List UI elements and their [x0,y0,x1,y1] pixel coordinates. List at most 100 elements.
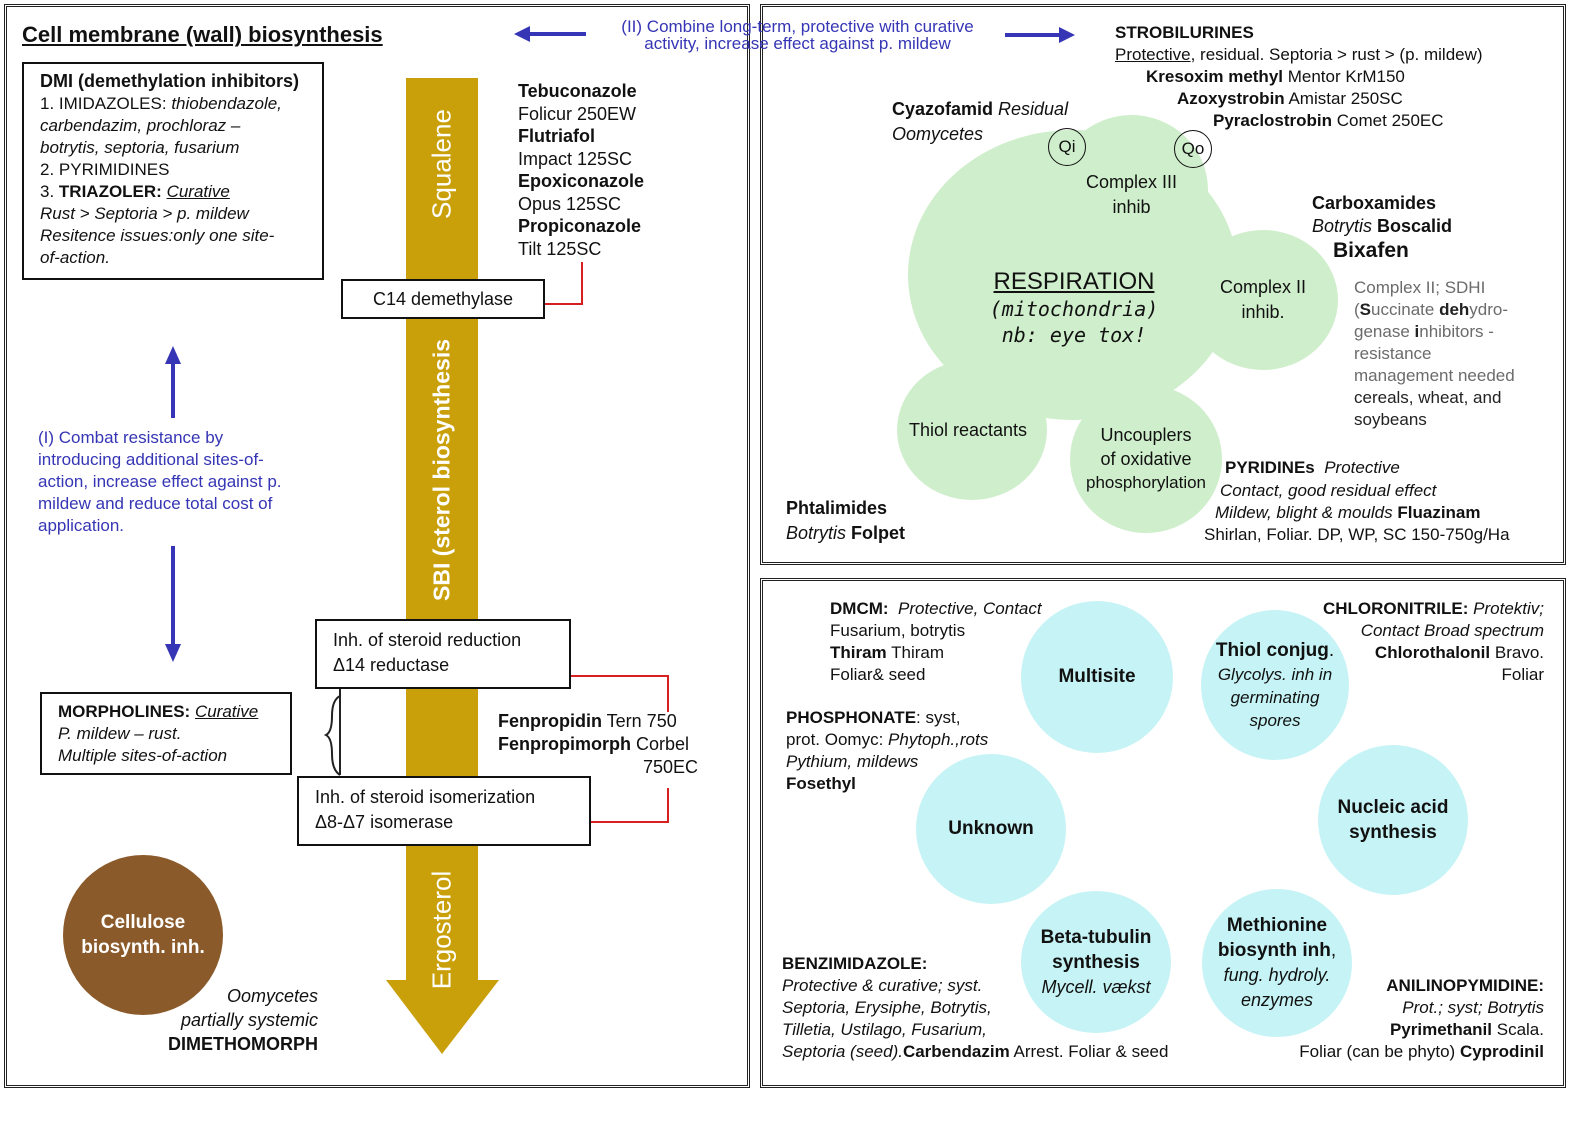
nucleic-line1: Nucleic acid [1337,797,1449,818]
product-corbel-formulation: 750EC [642,757,698,777]
sdhi-note: Complex II; SDHI (Succinate dehydro- gen… [1354,277,1515,431]
chloro-line1: CHLORONITRILE: Protektiv; [1322,599,1544,618]
triazole-products: Tebuconazole Folicur 250EW Flutriafol Im… [518,80,644,260]
cyazofamid-line1: Cyazofamid Residual [892,99,1069,119]
anilinopyrimidine-block: ANILINOPYMIDINE: Prot.; syst; Botrytis P… [1250,975,1544,1063]
dimethomorph-line1: Oomycetes [226,986,318,1006]
dmcm-block: DMCM: Protective, Contact Fusarium, botr… [830,598,1042,686]
sdhi-line7: soybeans [1354,410,1427,429]
dimethomorph-line2: partially systemic [180,1010,318,1030]
benzimidazole-block: BENZIMIDAZOLE: Protective & curative; sy… [782,953,1168,1063]
resistance-line4: mildew and reduce total cost of [38,494,273,513]
multisite-circle: Multisite [1021,601,1173,753]
thiol-reactants-circle: Thiol reactants [897,360,1047,500]
cellulose-line1: Cellulose [100,912,186,933]
benz-line5: Septoria (seed).Carbendazim Arrest. Foli… [782,1042,1169,1061]
nucleic-line2: synthesis [1349,822,1437,843]
benz-line1: BENZIMIDAZOLE: [782,954,928,973]
other-modes-panel [760,578,1566,1088]
product-epoxiconazole: Epoxiconazole [518,171,645,191]
dmcm-line3: Thiram Thiram [830,643,944,662]
isomerase-line1: Inh. of steroid isomerization [315,787,536,807]
page-title: Cell membrane (wall) biosynthesis [22,22,383,47]
beta-line2: synthesis [1052,951,1140,973]
blue-arrow-left-head [514,26,530,42]
benz-line4: Tilletia, Ustilago, Fusarium, [782,1020,987,1039]
anilino-line2: Prot.; syst; Botrytis [1402,998,1544,1017]
respiration-panel [760,4,1566,565]
dmi-line6: Rust > Septoria > p. mildew [40,204,249,223]
respiration-title: RESPIRATION [993,268,1155,295]
product-folicur: Folicur 250EW [518,103,637,124]
unknown-circle: Unknown [916,754,1066,904]
isomerase-box: Inh. of steroid isomerization Δ8-Δ7 isom… [297,776,591,846]
strobi-pyraclostrobin: Pyraclostrobin Comet 250EC [1213,111,1444,130]
product-opus: Opus 125SC [518,193,622,214]
morpholine-products: Fenpropidin Tern 750 Fenpropimorph Corbe… [498,710,698,779]
dmi-line8: of-action. [40,248,110,267]
morpholines-box: MORPHOLINES: Curative P. mildew – rust. … [40,692,292,775]
benz-line3: Septoria, Erysiphe, Botrytis, [782,998,992,1017]
dmi-line7: Resitence issues:only one site- [40,226,275,245]
top-arrow-note-line1: (II) Combine long-term, protective with … [621,17,974,36]
strobi-kresoxim: Kresoxim methyl Mentor KrM150 [1146,67,1405,86]
complex2-line1: Complex II [1219,277,1307,297]
respiration-label: RESPIRATION (mitochondria) nb: eye tox! [964,268,1184,348]
anilino-line4: Foliar (can be phyto) Cyprodinil [1299,1042,1544,1061]
product-impact: Impact 125SC [518,148,633,169]
c14-demethylase-box: C14 demethylase [341,279,545,319]
strobilurines-block: STROBILURINES Protective, residual. Sept… [1115,22,1483,66]
methio-line2: biosynth inh, [1217,940,1337,961]
resistance-line1: (I) Combat resistance by [38,428,224,447]
reductase-line2: Δ14 reductase [333,655,450,675]
strobilurines-heading: STROBILURINES [1115,23,1254,42]
complex2-circle: Complex II inhib. [1188,230,1338,370]
resistance-line3: action, increase effect against p. [38,472,282,491]
cellulose-circle: Cellulose biosynth. inh. [63,855,223,1015]
dmi-line4: 2. PYRIMIDINES [40,160,170,179]
left-panel [4,4,750,1088]
thiol-conjug-circle: Thiol conjug. Glycolys. inh in germinati… [1201,610,1349,760]
dimethomorph-line3: DIMETHOMORPH [168,1034,318,1054]
morpholines-line3: Multiple sites-of-action [58,746,228,765]
sdhi-line3: genase inhibitors - [1354,322,1494,341]
chloro-line3: Chlorothalonil Bravo. [1374,643,1544,662]
dmcm-line1: DMCM: Protective, Contact [830,599,1042,618]
complex3-line2: inhib [1112,197,1151,217]
beta-line1: Beta-tubulin [1040,926,1152,948]
label-ergosterol: Ergosterol [426,870,457,990]
uncouplers-line2: of oxidative [1100,449,1192,469]
morpholines-line2: P. mildew – rust. [58,724,182,743]
dmcm-line4: Foliar& seed [830,665,926,684]
phos-line1: PHOSPHONATE: syst, [786,708,961,727]
respiration-note: nb: eye tox! [1001,323,1147,347]
anilino-line1: ANILINOPYMIDINE: [1386,976,1544,995]
nucleic-acid-circle: Nucleic acid synthesis [1318,745,1468,895]
dmi-heading: DMI (demethylation inhibitors) [40,71,299,91]
dmi-line2: carbendazim, prochloraz – [40,116,241,135]
blue-arrow-right-head [1059,27,1075,43]
thiol-conjug-line2: Glycolys. inh in [1217,664,1333,684]
carboxamides-heading: Carboxamides [1312,193,1437,213]
benz-line2: Protective & curative; syst. [782,976,983,995]
beta-line3: Mycell. vækst [1041,976,1151,997]
phtalimides-heading: Phtalimides [786,498,888,518]
chloro-line2: Contact Broad spectrum [1360,621,1544,640]
carboxamides-bixafen: Bixafen [1333,239,1409,262]
carboxamides-line2: Botrytis Boscalid [1312,216,1453,236]
thiol-conjug-title: Thiol conjug. [1215,639,1335,661]
dmi-box: DMI (demethylation inhibitors) 1. IMIDAZ… [22,62,324,280]
thiol-conjug-line3: germinating [1230,687,1320,707]
red-connector-c14 [544,262,583,305]
phtalimides-block: Phtalimides Botrytis Folpet [786,496,905,546]
dmi-line5: 3. TRIAZOLER: Curative [40,182,230,201]
product-flutriafol: Flutriafol [518,126,595,146]
reductase-box: Inh. of steroid reduction Δ14 reductase [315,619,571,689]
strobilurines-line1: Protective, residual. Septoria > rust > … [1115,45,1483,64]
sdhi-line5: management needed [1354,366,1515,385]
resistance-note: (I) Combat resistance by introducing add… [38,427,282,537]
product-fenpropimorph: Fenpropimorph Corbel [498,734,690,754]
dmi-line3: botrytis, septoria, fusarium [40,138,240,157]
product-fenpropidin: Fenpropidin Tern 750 [498,711,677,731]
sdhi-line6: cereals, wheat, and [1354,388,1502,407]
